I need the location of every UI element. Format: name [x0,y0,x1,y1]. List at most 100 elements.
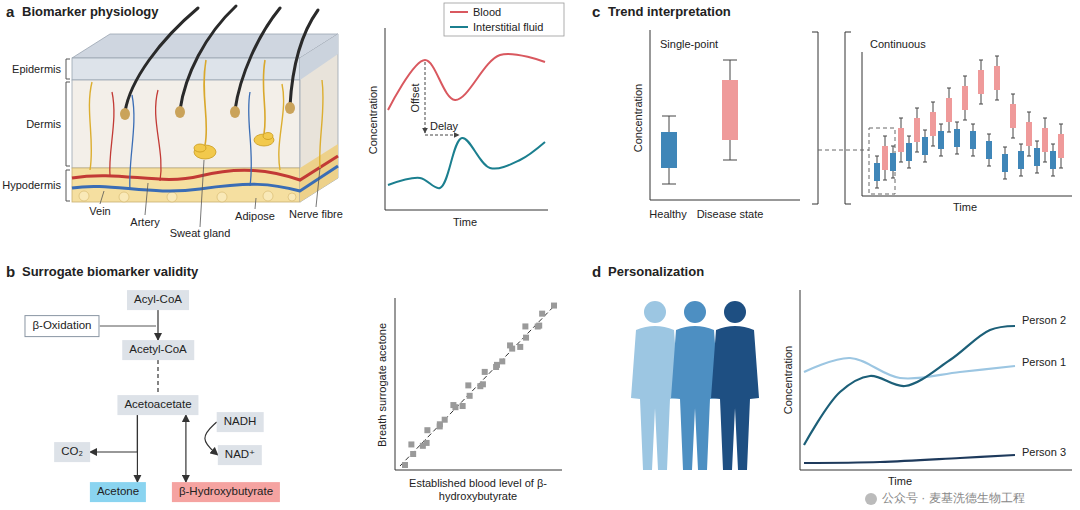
panel-heading: Trend interpretation [608,5,731,20]
node-text: Acyl-CoA [134,293,182,307]
adipose-cell [79,191,89,201]
whisker [1019,144,1023,176]
whisker [931,102,935,146]
connector-dash [818,150,869,151]
whisker [899,118,903,162]
highlight-box [869,128,895,194]
box [978,70,984,94]
whisker [963,76,967,120]
whisker [1011,94,1015,138]
whisker [662,116,676,184]
box [906,143,912,161]
layer-bracket [66,59,70,201]
hair-shaft [180,6,236,110]
box-plot [970,124,976,156]
panel-heading: Surrogate biomarker validity [22,265,198,280]
reaction-arrow [157,310,158,340]
box-plot [1018,144,1024,176]
text-label: Person 1 [1022,356,1066,369]
hair-shaft [235,8,280,110]
artery [72,156,338,180]
hair-shaft [290,10,318,106]
legend-text: Interstitial fluid [473,21,543,33]
capillary [110,90,161,181]
text-label: Established blood level of β-hydroxybuty… [393,477,563,502]
person-curve [804,326,1015,445]
watermark-icon [865,493,877,505]
text-label: Artery [130,216,159,229]
whisker [891,146,895,178]
text-label: Concentration [782,346,795,415]
text-label: Vein [89,205,110,218]
box-plot [882,136,888,180]
panel-heading: Personalization [608,265,704,280]
head [644,301,666,323]
chart-b [395,298,562,470]
text-label: Dermis [26,118,61,131]
reaction-arrow [185,415,186,482]
node-text: β-Hydroxybutyrate [179,485,273,499]
text-label: Epidermis [12,63,61,76]
box [1002,154,1008,172]
box [722,80,738,140]
box-plot [1050,144,1056,176]
hair-follicle [120,102,295,120]
whisker [979,60,983,104]
hair-bulb [120,108,130,120]
box [962,86,968,110]
text-label: Concentration [632,84,645,153]
box-plot [938,124,944,156]
node-text: CO₂ [61,445,83,459]
dermis-layer [72,80,300,168]
box [994,66,1000,90]
text-label: Time [453,216,477,229]
scatter-point [402,462,408,468]
scatter-point [482,369,488,375]
box [1010,104,1016,128]
legend-sample [450,26,468,28]
process-box: β-Oxidation [24,315,99,337]
box [1050,151,1056,169]
text-label: Hypodermis [2,179,61,192]
box-plot [986,134,992,166]
offset-arrow [425,62,426,133]
metabolite-box: NAD⁺ [218,445,262,465]
box [954,129,960,147]
text-label: Time [953,201,977,214]
whisker [923,130,927,162]
chart-a [385,3,564,210]
hair-bulb [230,106,240,118]
scatter-point [522,323,528,329]
box-plot [1042,118,1048,162]
node-text: NADH [224,415,257,429]
box [1034,148,1040,166]
axes [800,290,1072,470]
leader-line [100,326,156,327]
panel-heading: a [6,3,14,20]
sweat-gland-coil [194,144,206,152]
whisker [723,60,737,160]
text-label: Single-point [660,38,718,51]
box-plot [898,118,904,162]
text-label: 公众号 · 麦基洗德生物工程 [882,492,1025,506]
legend-item: Interstitial fluid [450,21,543,33]
scatter-point [460,403,466,409]
text-label: Concentration [367,86,380,155]
metabolite-box: Acetyl-CoA [122,340,194,360]
whisker [939,124,943,156]
adipose-cell [288,193,296,201]
box [1026,122,1032,146]
fit-line [400,303,557,466]
adipose-cell [167,192,177,202]
sweat-gland-coil [194,145,216,159]
scatter-point [450,402,456,408]
capillary [130,92,252,190]
box-plot [874,156,880,188]
box [661,132,677,168]
text-label: Person 2 [1022,314,1066,327]
text-label: Breath surrogate acetone [376,323,389,447]
panel-heading: d [592,263,601,280]
metabolite-box: NADH [217,412,264,432]
whisker [1027,112,1031,156]
